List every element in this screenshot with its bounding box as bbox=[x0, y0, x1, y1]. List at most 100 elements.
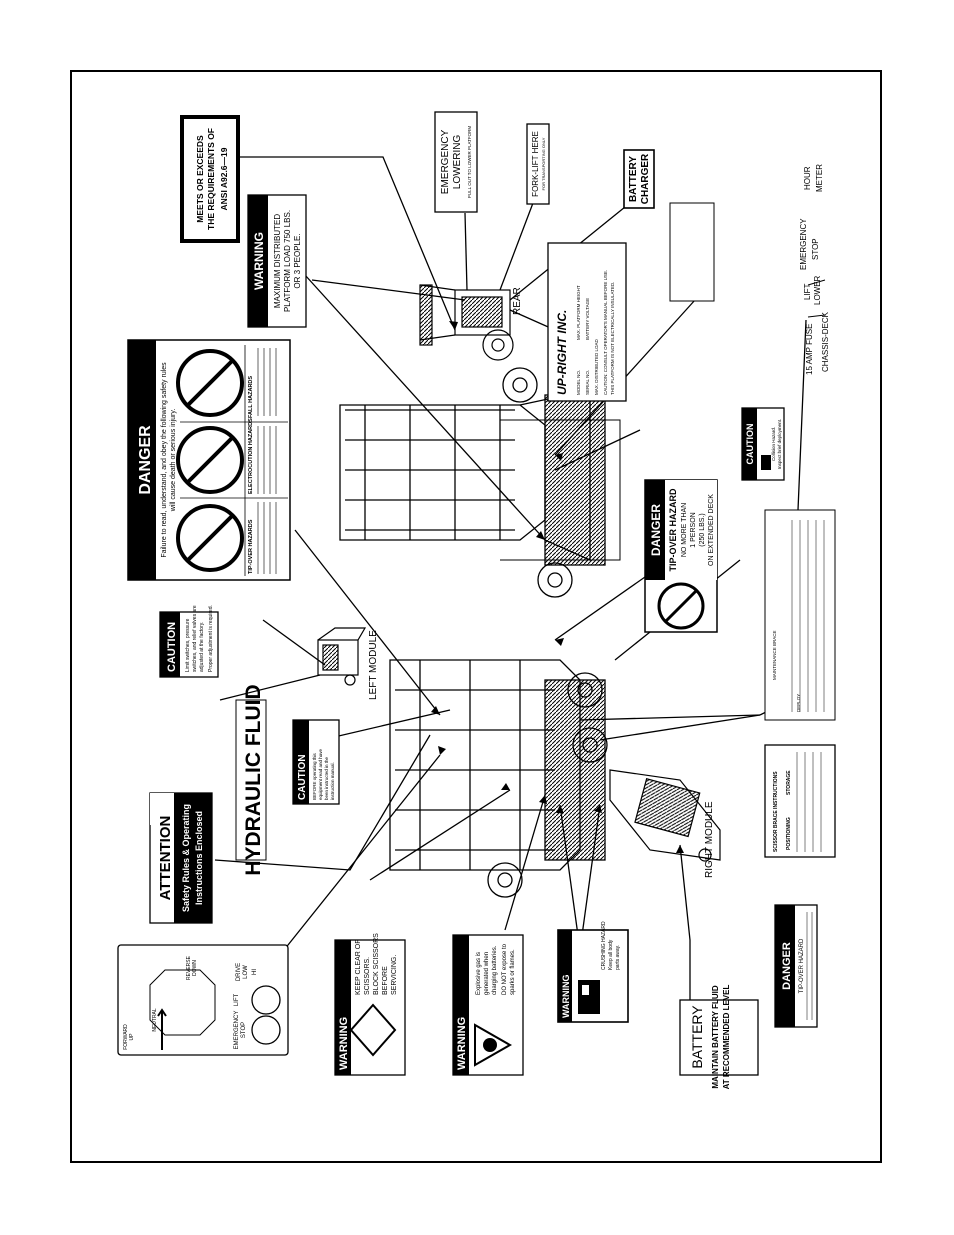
attention-decal: ATTENTION Safety Rules & Operating Instr… bbox=[149, 792, 213, 924]
switch-lift: LIFT bbox=[803, 283, 812, 300]
battery-fluid-line3: AT RECOMMENDED LEVEL bbox=[722, 985, 731, 1090]
switch-lower: LOWER bbox=[813, 275, 822, 305]
caution-small-line1: Collision Hazard. bbox=[771, 427, 776, 461]
warning-scissors-line1: KEEP CLEAR OF bbox=[355, 939, 362, 995]
control-panel-decal: FORWARD UP NEUTRAL REVERSE DOWN EMERGENC… bbox=[117, 944, 289, 1056]
maint-title: MAINTENANCE BRACE bbox=[772, 630, 777, 680]
upright-line4: CAUTION: CONSULT OPERATOR'S MANUAL BEFOR… bbox=[603, 270, 608, 395]
battery-fluid-line1: BATTERY bbox=[689, 1005, 705, 1069]
switch-fuse: 15 AMP FUSE bbox=[805, 324, 814, 375]
battery-charger-line2: CHARGER bbox=[640, 153, 651, 204]
maint-deploy: DEPLOY bbox=[796, 694, 801, 712]
cp-low: LOW bbox=[243, 965, 249, 979]
upright-line1: MODEL NO. bbox=[576, 370, 581, 395]
machine-upper-drawing bbox=[339, 367, 621, 598]
scissor-brace-decal: SCISSOR BRACE INSTRUCTIONS POSITIONING S… bbox=[764, 744, 836, 858]
upright-line5: THIS PLATFORM IS NOT ELECTRICALLY INSULA… bbox=[610, 282, 615, 395]
caution-limit-line4: Proper adjustment is required. bbox=[208, 605, 214, 672]
warning-load-line2: PLATFORM LOAD 750 LBS. bbox=[283, 210, 292, 312]
danger-main-col3: FALL HAZARDS bbox=[248, 376, 254, 418]
cp-stop: STOP bbox=[241, 1022, 247, 1038]
caution-limit-header: CAUTION bbox=[166, 622, 178, 672]
danger-main-sub2: will cause death or serious injury. bbox=[170, 409, 177, 513]
right-module-drawing bbox=[609, 769, 721, 862]
warning-crush-line3: parts away. bbox=[615, 945, 621, 970]
left-module-label: LEFT MODULE bbox=[368, 630, 379, 700]
cp-lift: LIFT bbox=[234, 994, 240, 1007]
upright-plate-decal: UP-RIGHT INC. MODEL NO. MAX. PLATFORM HE… bbox=[547, 242, 627, 402]
switch-panel-decal: 15 AMP FUSE CHASSIS-DECK LIFT LOWER EMER… bbox=[799, 164, 830, 375]
cp-forward: FORWARD bbox=[123, 1024, 129, 1050]
cp-down: DOWN bbox=[192, 960, 198, 976]
emergency-lowering-line2: LOWERING bbox=[452, 135, 463, 190]
page-frame bbox=[70, 70, 882, 1163]
switch-chassis: CHASSIS-DECK bbox=[821, 311, 830, 372]
caution-limit-line3: adjusted at the factory. bbox=[199, 622, 205, 672]
ansi-decal: MEETS OR EXCEEDS THE REQUIREMENTS OF ANS… bbox=[180, 115, 240, 243]
warning-explosive-line5: sparks or flames. bbox=[510, 949, 516, 995]
cp-reverse: REVERSE bbox=[186, 955, 192, 980]
scissor-brace-storage: STORAGE bbox=[786, 770, 792, 795]
blank-label-decal bbox=[669, 202, 715, 302]
emergency-lowering-decal: EMERGENCY LOWERING PULL OUT TO LOWER PLA… bbox=[434, 111, 478, 213]
caution-small-line2: Inspect brief deployment. bbox=[777, 419, 782, 469]
caution-limit-line1: Limit switches, pressure bbox=[185, 618, 191, 672]
warning-explosive-line4: DO NOT expose to bbox=[502, 943, 508, 995]
tip-danger-line3: 1 PERSON bbox=[690, 512, 697, 547]
warning-crush-decal: WARNING CRUSHING HAZARD Keep all body pa… bbox=[557, 921, 629, 1023]
battery-charger-decal: BATTERY CHARGER bbox=[623, 149, 655, 209]
emergency-lowering-line1: EMERGENCY bbox=[440, 129, 451, 194]
ansi-line2: THE REQUIREMENTS OF bbox=[206, 128, 216, 230]
warning-load-line1: MAXIMUM DISTRIBUTED bbox=[273, 214, 282, 308]
machine-lower-drawing bbox=[389, 659, 608, 898]
left-module-drawing bbox=[317, 627, 367, 686]
caution-before-line3: been instructed in the bbox=[324, 756, 329, 800]
ansi-line1: MEETS OR EXCEEDS bbox=[195, 135, 205, 223]
caution-before-line1: BEFORE operating this bbox=[312, 752, 317, 800]
warning-explosive-line2: generated when bbox=[484, 952, 490, 995]
caution-before-line4: instruction manual. bbox=[330, 762, 335, 800]
danger-tip-small-header: DANGER bbox=[781, 942, 793, 990]
warning-load-line3: OR 3 PEOPLE. bbox=[293, 233, 302, 288]
battery-fluid-decal: BATTERY MAINTAIN BATTERY FLUID AT RECOMM… bbox=[679, 985, 759, 1090]
scissor-brace-positioning: POSITIONING bbox=[786, 817, 792, 850]
hydraulic-text: HYDRAULIC FLUID bbox=[242, 684, 265, 875]
upright-line3: MAX. DISTRIBUTED LOAD bbox=[594, 338, 599, 395]
caution-before-line2: equipment read and have bbox=[318, 748, 323, 800]
fork-lift-small: FOR TRANSPORTING ONLY bbox=[541, 137, 546, 190]
ansi-line3: ANSI A92.6—19 bbox=[219, 147, 229, 210]
warning-explosive-header: WARNING bbox=[456, 1017, 468, 1070]
attention-line1: Safety Rules & Operating bbox=[181, 804, 191, 912]
upright-line2: SERIAL NO. bbox=[585, 370, 590, 395]
warning-scissors-line4: BEFORE bbox=[382, 966, 389, 995]
tip-danger-line4: (250 LBS.) bbox=[699, 513, 706, 546]
switch-meter: METER bbox=[815, 164, 824, 192]
cp-emergency: EMERGENCY bbox=[234, 1011, 240, 1050]
warning-explosive-line3: charging batteries. bbox=[492, 945, 498, 995]
warning-load-header: WARNING bbox=[252, 232, 266, 290]
attention-line2: Instructions Enclosed bbox=[194, 811, 204, 905]
warning-scissors-line5: SERVICING. bbox=[391, 955, 398, 995]
cp-up: UP bbox=[129, 1033, 135, 1041]
upright-line2b: BATTERY VOLTAGE bbox=[585, 298, 590, 340]
cp-drive: DRIVE bbox=[236, 963, 242, 981]
cp-hi: HI bbox=[252, 969, 258, 975]
caution-before-header: CAUTION bbox=[297, 754, 308, 800]
switch-emergency: EMERGENCY bbox=[799, 218, 808, 270]
warning-load-decal: WARNING MAXIMUM DISTRIBUTED PLATFORM LOA… bbox=[247, 194, 307, 328]
danger-tip-small-line1: TIP-OVER HAZARD bbox=[799, 938, 805, 993]
caution-limit-line2: switches, and relief valves are bbox=[192, 605, 198, 672]
hydraulic-fluid-decal: HYDRAULIC FLUID bbox=[235, 684, 267, 876]
fork-lift-line1: FORK-LIFT HERE bbox=[531, 131, 540, 197]
warning-scissors-decal: WARNING KEEP CLEAR OF SCISSORS. BLOCK SC… bbox=[334, 933, 406, 1076]
battery-charger-line1: BATTERY bbox=[628, 156, 639, 202]
leader-arrowheads bbox=[431, 321, 684, 853]
danger-main-decal: DANGER Failure to read, understand, and … bbox=[127, 339, 291, 581]
danger-main-header: DANGER bbox=[137, 425, 154, 495]
switch-stop: STOP bbox=[811, 238, 820, 260]
warning-crush-line1: CRUSHING HAZARD bbox=[601, 921, 607, 970]
fork-lift-decal: FORK-LIFT HERE FOR TRANSPORTING ONLY bbox=[526, 123, 550, 205]
caution-small-header: CAUTION bbox=[745, 424, 755, 465]
maintenance-brace-decal: MAINTENANCE BRACE DEPLOY bbox=[764, 509, 836, 721]
